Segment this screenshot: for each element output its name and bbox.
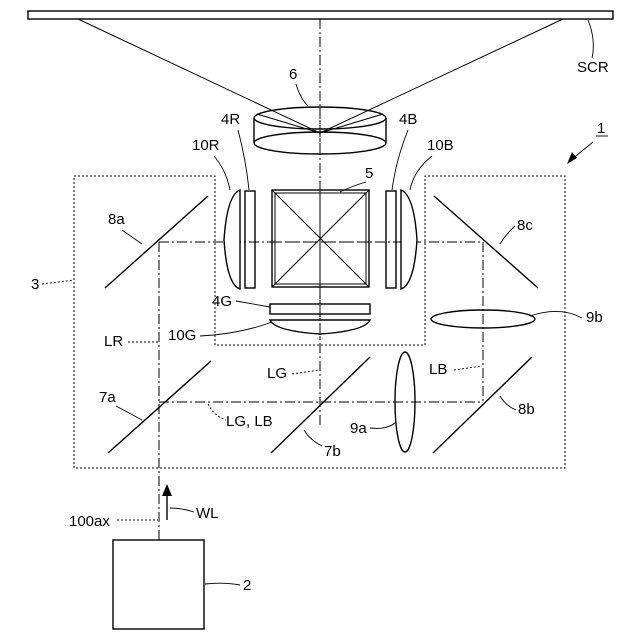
panel-red-leader <box>238 130 249 190</box>
panel-blue-leader <box>392 130 408 190</box>
white-light-leader <box>170 508 194 512</box>
axis-100ax-label: 100ax <box>69 513 110 530</box>
projection-lens-label: 6 <box>289 66 297 83</box>
lens-blue-leader <box>410 156 432 190</box>
path-lb-leader <box>454 366 482 370</box>
panel-red-label: 4R <box>221 111 240 128</box>
relay-lens-9a-label: 9a <box>350 420 367 437</box>
screen <box>28 11 613 19</box>
light-source-leader <box>205 583 240 585</box>
panel-blue <box>386 191 396 288</box>
mirror-8c-label: 8c <box>517 217 533 234</box>
path-lg-leader <box>292 370 319 374</box>
panel-blue-label: 4B <box>399 111 417 128</box>
panel-green-leader <box>236 301 270 307</box>
field-lens-red <box>224 190 240 289</box>
panel-green-label: 4G <box>212 293 232 310</box>
lens-red-leader <box>214 156 230 190</box>
panel-red <box>245 191 255 288</box>
mirror-8b-leader <box>500 396 516 410</box>
unit-label-leader <box>42 280 74 284</box>
projection-ray-right <box>320 19 563 133</box>
device-arrow-head <box>567 152 577 164</box>
relay-lens-9b-label: 9b <box>586 309 603 326</box>
path-lg-label: LG <box>267 365 287 382</box>
projection-lens-leader <box>296 84 308 106</box>
lens-red-label: 10R <box>192 137 220 154</box>
light-source-label: 2 <box>243 577 251 594</box>
path-lg-lb-label: LG, LB <box>226 413 273 430</box>
lens-blue-label: 10B <box>427 137 454 154</box>
mirror-7b-label: 7b <box>324 443 341 460</box>
mirror-7b-leader <box>304 430 322 446</box>
mirror-8a-label: 8a <box>108 211 125 228</box>
white-light-label: WL <box>196 505 219 522</box>
screen-label-leader <box>588 20 593 58</box>
screen-label: SCR <box>577 59 609 76</box>
relay-lens-9a-leader <box>370 422 396 428</box>
field-lens-blue <box>401 190 417 289</box>
lens-green-label: 10G <box>168 327 196 344</box>
relay-lens-9b-leader <box>530 311 582 318</box>
mirror-7a-label: 7a <box>99 389 116 406</box>
device-label: 1 <box>597 120 605 137</box>
prism-label: 5 <box>365 165 373 182</box>
lens-green-leader <box>200 322 272 336</box>
white-light-arrow-head <box>162 484 172 496</box>
path-lb-label: LB <box>429 361 447 378</box>
path-lr-label: LR <box>104 333 123 350</box>
projection-ray-left <box>78 19 320 133</box>
mirror-8a-leader <box>122 230 142 244</box>
path-lg-lb-leader <box>208 404 226 420</box>
mirror-8c-leader <box>500 226 515 244</box>
mirror-7a-leader <box>116 406 142 420</box>
light-source <box>113 540 204 629</box>
mirror-8b-label: 8b <box>518 401 535 418</box>
unit-label: 3 <box>31 276 39 293</box>
mirror-8a <box>105 196 208 288</box>
projection-lens <box>254 107 386 154</box>
